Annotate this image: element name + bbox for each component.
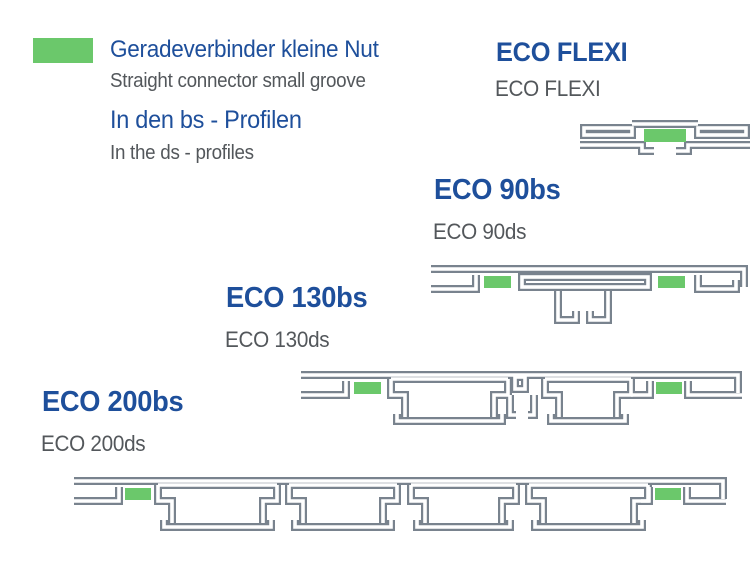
- profile-drawing-eco-200: [74, 477, 727, 531]
- eco-200-green-connectors: [125, 488, 681, 500]
- title-eco-200ds: ECO 200ds: [41, 431, 146, 456]
- title-eco-flexi-bs: ECO FLEXI: [496, 37, 628, 67]
- title-eco-90bs: ECO 90bs: [434, 174, 561, 206]
- title-eco-130ds: ECO 130ds: [225, 327, 330, 352]
- legend-title-en: Straight connector small groove: [110, 70, 366, 92]
- profile-drawing-eco-flexi: [580, 120, 750, 155]
- title-eco-90ds: ECO 90ds: [433, 219, 527, 244]
- eco-130-outline: [301, 371, 742, 425]
- title-eco-130bs: ECO 130bs: [226, 282, 368, 314]
- title-eco-flexi-ds: ECO FLEXI: [495, 76, 601, 101]
- eco-90-green-connectors: [484, 276, 685, 288]
- eco-90-outline: [431, 267, 746, 322]
- legend-subtitle-de: In den bs - Profilen: [110, 106, 302, 134]
- profile-drawing-eco-130: [301, 371, 742, 425]
- eco-130-outline: [301, 373, 742, 423]
- legend-subtitle-en: In the ds - profiles: [110, 142, 254, 164]
- eco-200-outline: [74, 479, 726, 529]
- profile-drawing-eco-90: [431, 265, 748, 324]
- eco-flexi-green-connector: [644, 129, 686, 142]
- eco-flexi-outline: [580, 122, 750, 153]
- legend-green-swatch: [33, 38, 93, 63]
- eco-130-green-connectors: [354, 382, 682, 394]
- legend-title-de: Geradeverbinder kleine Nut: [110, 36, 379, 63]
- title-eco-200bs: ECO 200bs: [42, 386, 184, 418]
